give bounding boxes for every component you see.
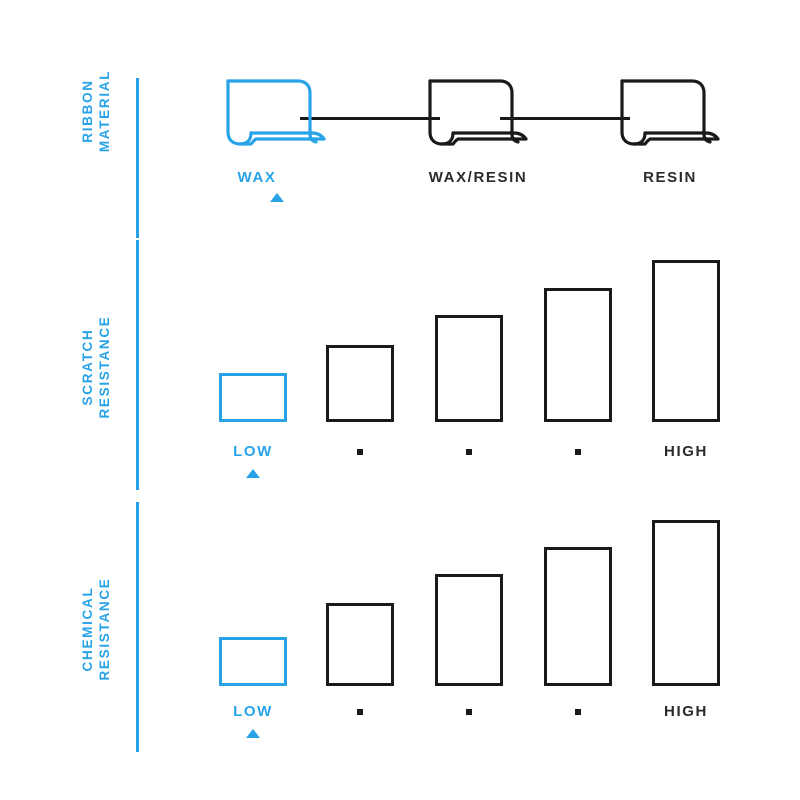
tick-label-chemical-high: HIGH — [664, 703, 708, 720]
bar-chemical-1[interactable] — [219, 637, 287, 686]
axis-rule-ribbon-material — [136, 78, 139, 238]
tick-dot-chemical-3 — [466, 709, 472, 715]
axis-label-chemical-resistance: CHEMICAL RESISTANCE — [80, 577, 112, 681]
bar-chemical-3[interactable] — [435, 574, 503, 686]
bar-chemical-2[interactable] — [326, 603, 394, 686]
tick-label-chemical-low: LOW — [233, 703, 273, 720]
axis-label-scratch-resistance: SCRATCH RESISTANCE — [80, 315, 112, 419]
bar-scratch-4[interactable] — [544, 288, 612, 422]
bar-chemical-4[interactable] — [544, 547, 612, 686]
ribbon-icon-resin[interactable] — [616, 78, 724, 150]
tick-label-wax-resin: WAX/RESIN — [428, 169, 528, 186]
ribbon-icon-wax[interactable] — [222, 78, 330, 150]
tick-arrow-scratch-low — [246, 469, 260, 478]
tick-label-scratch-low: LOW — [233, 443, 273, 460]
bar-scratch-5[interactable] — [652, 260, 720, 422]
tick-dot-scratch-4 — [575, 449, 581, 455]
ribbon-icon-wax-resin[interactable] — [424, 78, 532, 150]
ribbon-connector-line-2 — [500, 117, 630, 120]
axis-rule-chemical-resistance — [136, 502, 139, 752]
bar-chemical-5[interactable] — [652, 520, 720, 686]
tick-dot-scratch-3 — [466, 449, 472, 455]
ribbon-connector-line-1 — [300, 117, 440, 120]
bar-scratch-3[interactable] — [435, 315, 503, 422]
tick-dot-chemical-2 — [357, 709, 363, 715]
tick-label-scratch-high: HIGH — [664, 443, 708, 460]
bar-scratch-2[interactable] — [326, 345, 394, 422]
bar-scratch-1[interactable] — [219, 373, 287, 422]
tick-label-resin: RESIN — [643, 169, 697, 186]
axis-label-ribbon-material: RIBBON MATERIAL — [80, 69, 112, 153]
axis-rule-scratch-resistance — [136, 240, 139, 490]
tick-dot-scratch-2 — [357, 449, 363, 455]
tick-label-wax: WAX — [237, 169, 277, 186]
tick-arrow-wax — [270, 193, 284, 202]
tick-arrow-chemical-low — [246, 729, 260, 738]
tick-dot-chemical-4 — [575, 709, 581, 715]
